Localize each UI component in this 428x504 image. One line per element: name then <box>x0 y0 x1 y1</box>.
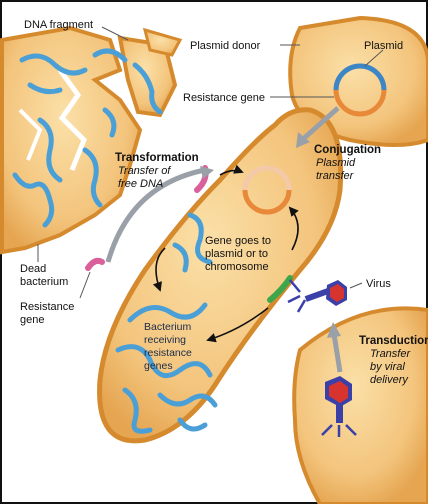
label-conjugation-desc-1: Plasmid <box>316 157 356 169</box>
label-transduction-desc-2: by viral <box>370 361 405 373</box>
label-bacterium-receiving-2: receiving <box>144 334 186 346</box>
label-gene-goes-3: chromosome <box>205 261 269 273</box>
label-resistance-gene-left-1: Resistance <box>20 301 74 313</box>
label-transduction-desc-1: Transfer <box>370 348 411 360</box>
label-plasmid: Plasmid <box>364 40 403 52</box>
label-gene-goes-1: Gene goes to <box>205 235 271 247</box>
label-conjugation: Conjugation <box>314 144 381 156</box>
label-gene-goes-2: plasmid or to <box>205 248 268 260</box>
label-virus: Virus <box>366 278 391 290</box>
label-conjugation-desc-2: transfer <box>316 170 355 182</box>
label-plasmid-donor: Plasmid donor <box>190 40 261 52</box>
label-bacterium-receiving-3: resistance <box>144 347 192 359</box>
label-transformation: Transformation <box>115 152 199 164</box>
label-transduction: Transduction <box>359 335 428 347</box>
label-resistance-gene-top: Resistance gene <box>183 92 265 104</box>
label-transformation-desc-2: free DNA <box>118 178 163 190</box>
label-transduction-desc-3: delivery <box>370 374 409 386</box>
label-bacterium-receiving-4: genes <box>144 360 173 372</box>
label-dead-bacterium-1: Dead <box>20 263 46 275</box>
label-dead-bacterium-2: bacterium <box>20 276 68 288</box>
label-bacterium-receiving-1: Bacterium <box>144 321 192 333</box>
label-dna-fragment: DNA fragment <box>24 19 93 31</box>
label-resistance-gene-left-2: gene <box>20 314 44 326</box>
label-transformation-desc-1: Transfer of <box>118 165 171 177</box>
